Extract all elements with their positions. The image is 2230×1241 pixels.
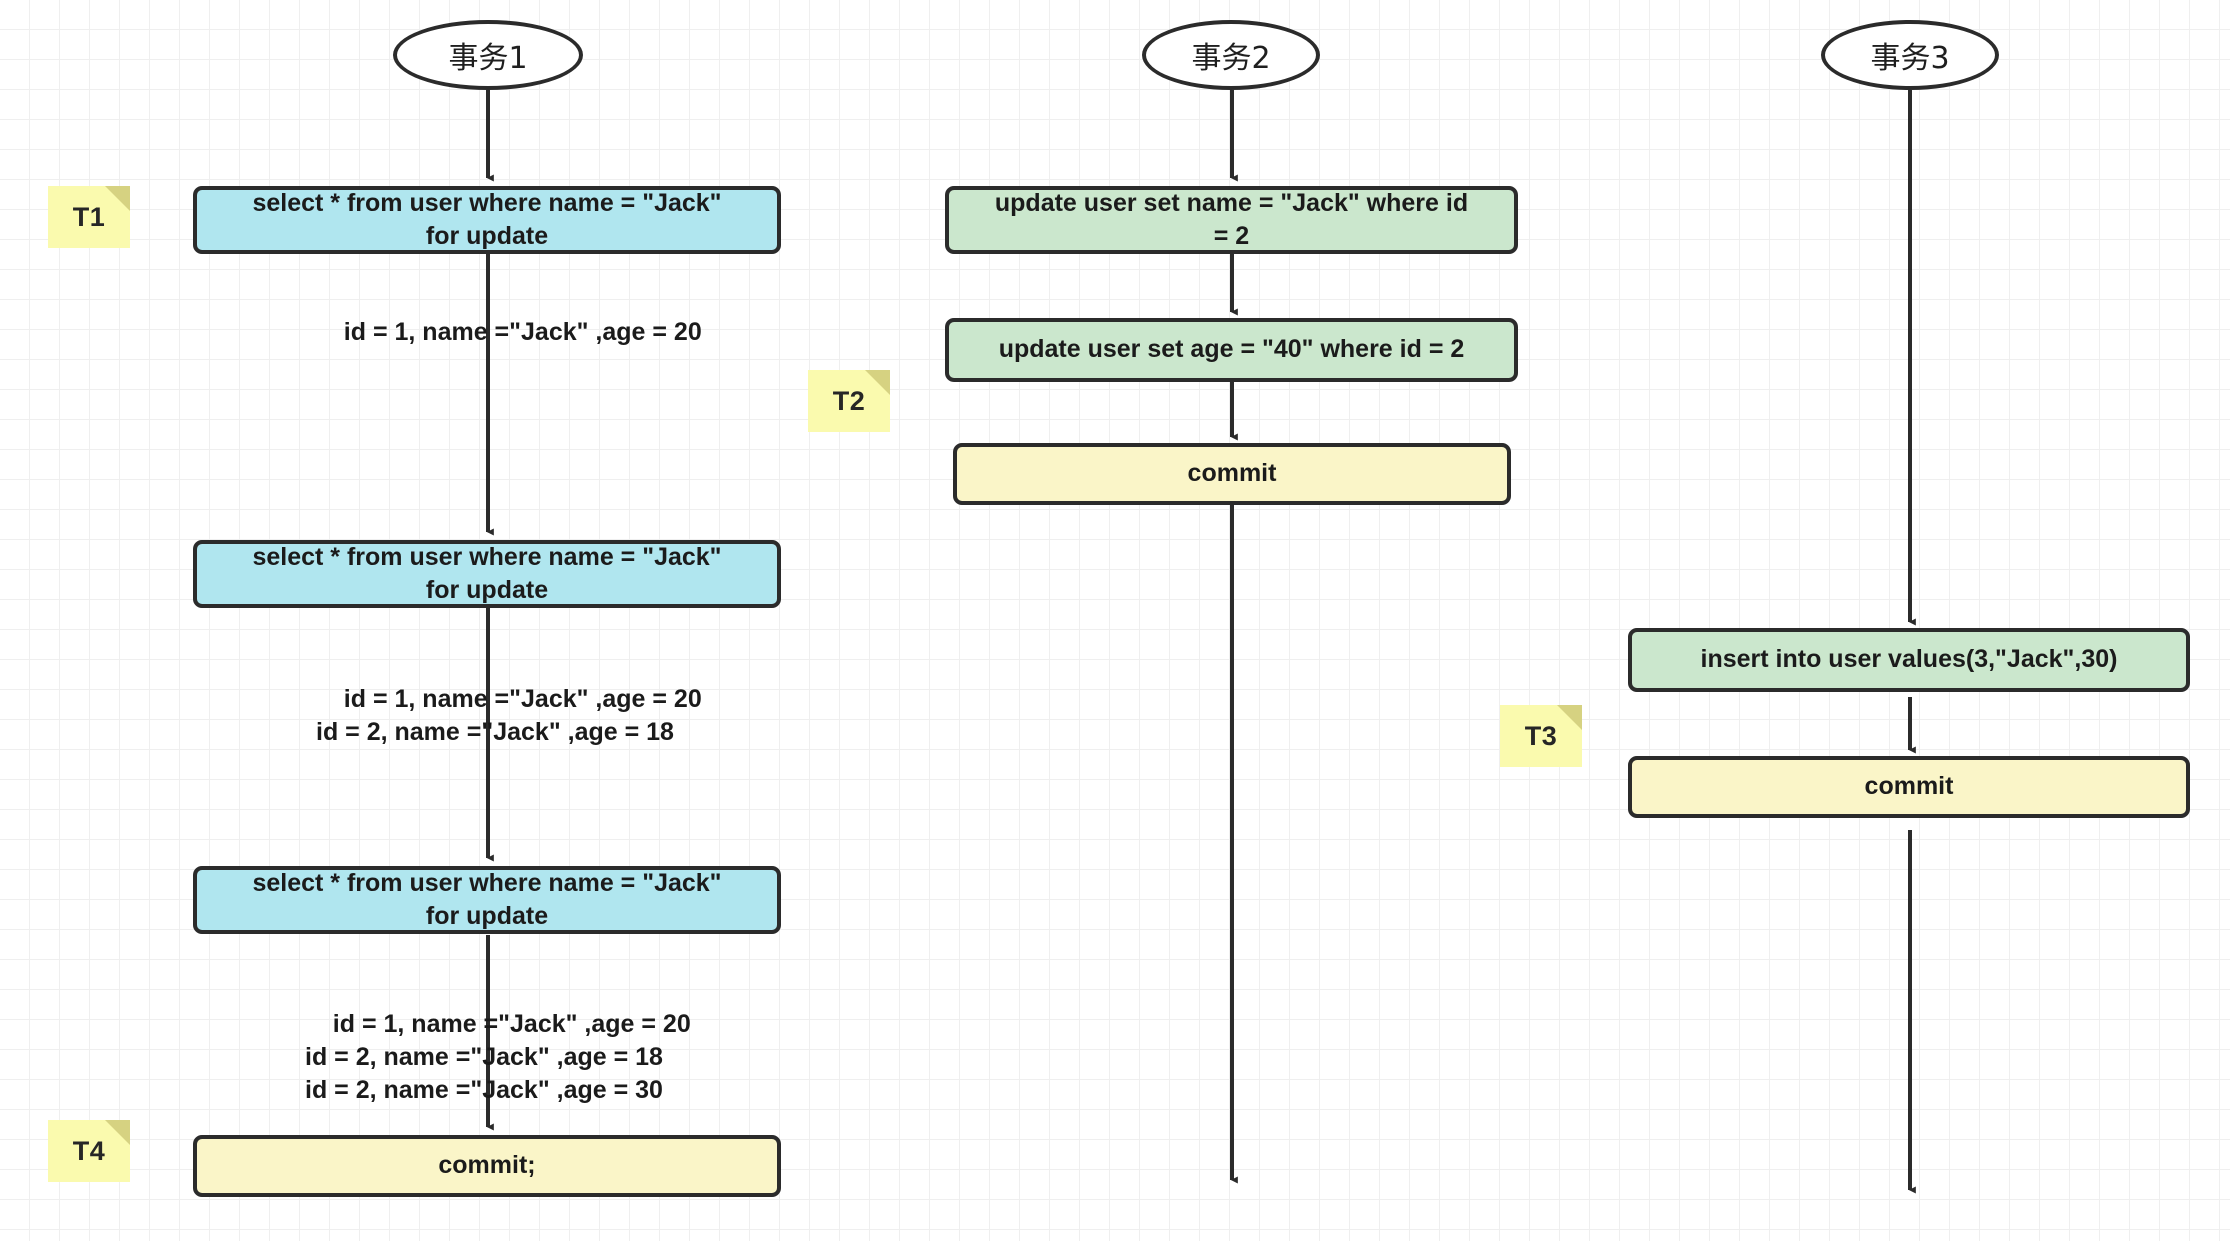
step-label: commit;	[438, 1151, 536, 1180]
start-node-transaction-1[interactable]: 事务1	[393, 20, 583, 90]
result-c1-1: id = 1, name ="Jack" ,age = 20	[316, 283, 756, 382]
result-c1-2: id = 1, name ="Jack" ,age = 20 id = 2, n…	[316, 650, 756, 782]
step-c1-commit[interactable]: commit;	[193, 1135, 781, 1197]
result-text-value: id = 1, name ="Jack" ,age = 20	[343, 318, 702, 346]
sticky-fold-icon	[1557, 705, 1582, 730]
step-c3-commit[interactable]: commit	[1628, 756, 2190, 818]
step-label: insert into user values(3,"Jack",30)	[1700, 645, 2118, 674]
step-label: select * from user where name = "Jack" f…	[252, 868, 722, 930]
sticky-note-label: T4	[72, 1135, 106, 1166]
step-label: update user set age = "40" where id = 2	[998, 335, 1465, 364]
sticky-fold-icon	[865, 370, 890, 395]
sticky-note-label: T2	[832, 385, 866, 416]
step-c1-select-3[interactable]: select * from user where name = "Jack" f…	[193, 866, 781, 934]
sticky-note-t3[interactable]: T3	[1500, 705, 1582, 767]
sticky-note-t2[interactable]: T2	[808, 370, 890, 432]
step-label: select * from user where name = "Jack" f…	[252, 542, 722, 604]
step-c1-select-1[interactable]: select * from user where name = "Jack" f…	[193, 186, 781, 254]
result-text-value: id = 1, name ="Jack" ,age = 20 id = 2, n…	[305, 1010, 691, 1104]
start-node-label: 事务2	[1191, 41, 1271, 76]
result-c1-3: id = 1, name ="Jack" ,age = 20 id = 2, n…	[305, 975, 765, 1140]
start-node-label: 事务3	[1870, 41, 1950, 76]
sticky-fold-icon	[105, 1120, 130, 1145]
start-node-transaction-3[interactable]: 事务3	[1821, 20, 1999, 90]
step-c2-commit[interactable]: commit	[953, 443, 1511, 505]
sticky-note-t1[interactable]: T1	[48, 186, 130, 248]
step-label: commit	[1864, 772, 1954, 801]
result-text-value: id = 1, name ="Jack" ,age = 20 id = 2, n…	[316, 685, 702, 746]
step-label: update user set name = "Jack" where id =…	[994, 188, 1469, 250]
sticky-fold-icon	[105, 186, 130, 211]
start-node-transaction-2[interactable]: 事务2	[1142, 20, 1320, 90]
step-c1-select-2[interactable]: select * from user where name = "Jack" f…	[193, 540, 781, 608]
start-node-label: 事务1	[448, 41, 528, 76]
sticky-note-label: T1	[72, 201, 106, 232]
step-c2-update-1[interactable]: update user set name = "Jack" where id =…	[945, 186, 1518, 254]
step-c2-update-2[interactable]: update user set age = "40" where id = 2	[945, 318, 1518, 382]
step-c3-insert[interactable]: insert into user values(3,"Jack",30)	[1628, 628, 2190, 692]
sticky-note-label: T3	[1524, 720, 1558, 751]
step-label: select * from user where name = "Jack" f…	[252, 188, 722, 250]
step-label: commit	[1187, 459, 1277, 488]
sticky-note-t4[interactable]: T4	[48, 1120, 130, 1182]
